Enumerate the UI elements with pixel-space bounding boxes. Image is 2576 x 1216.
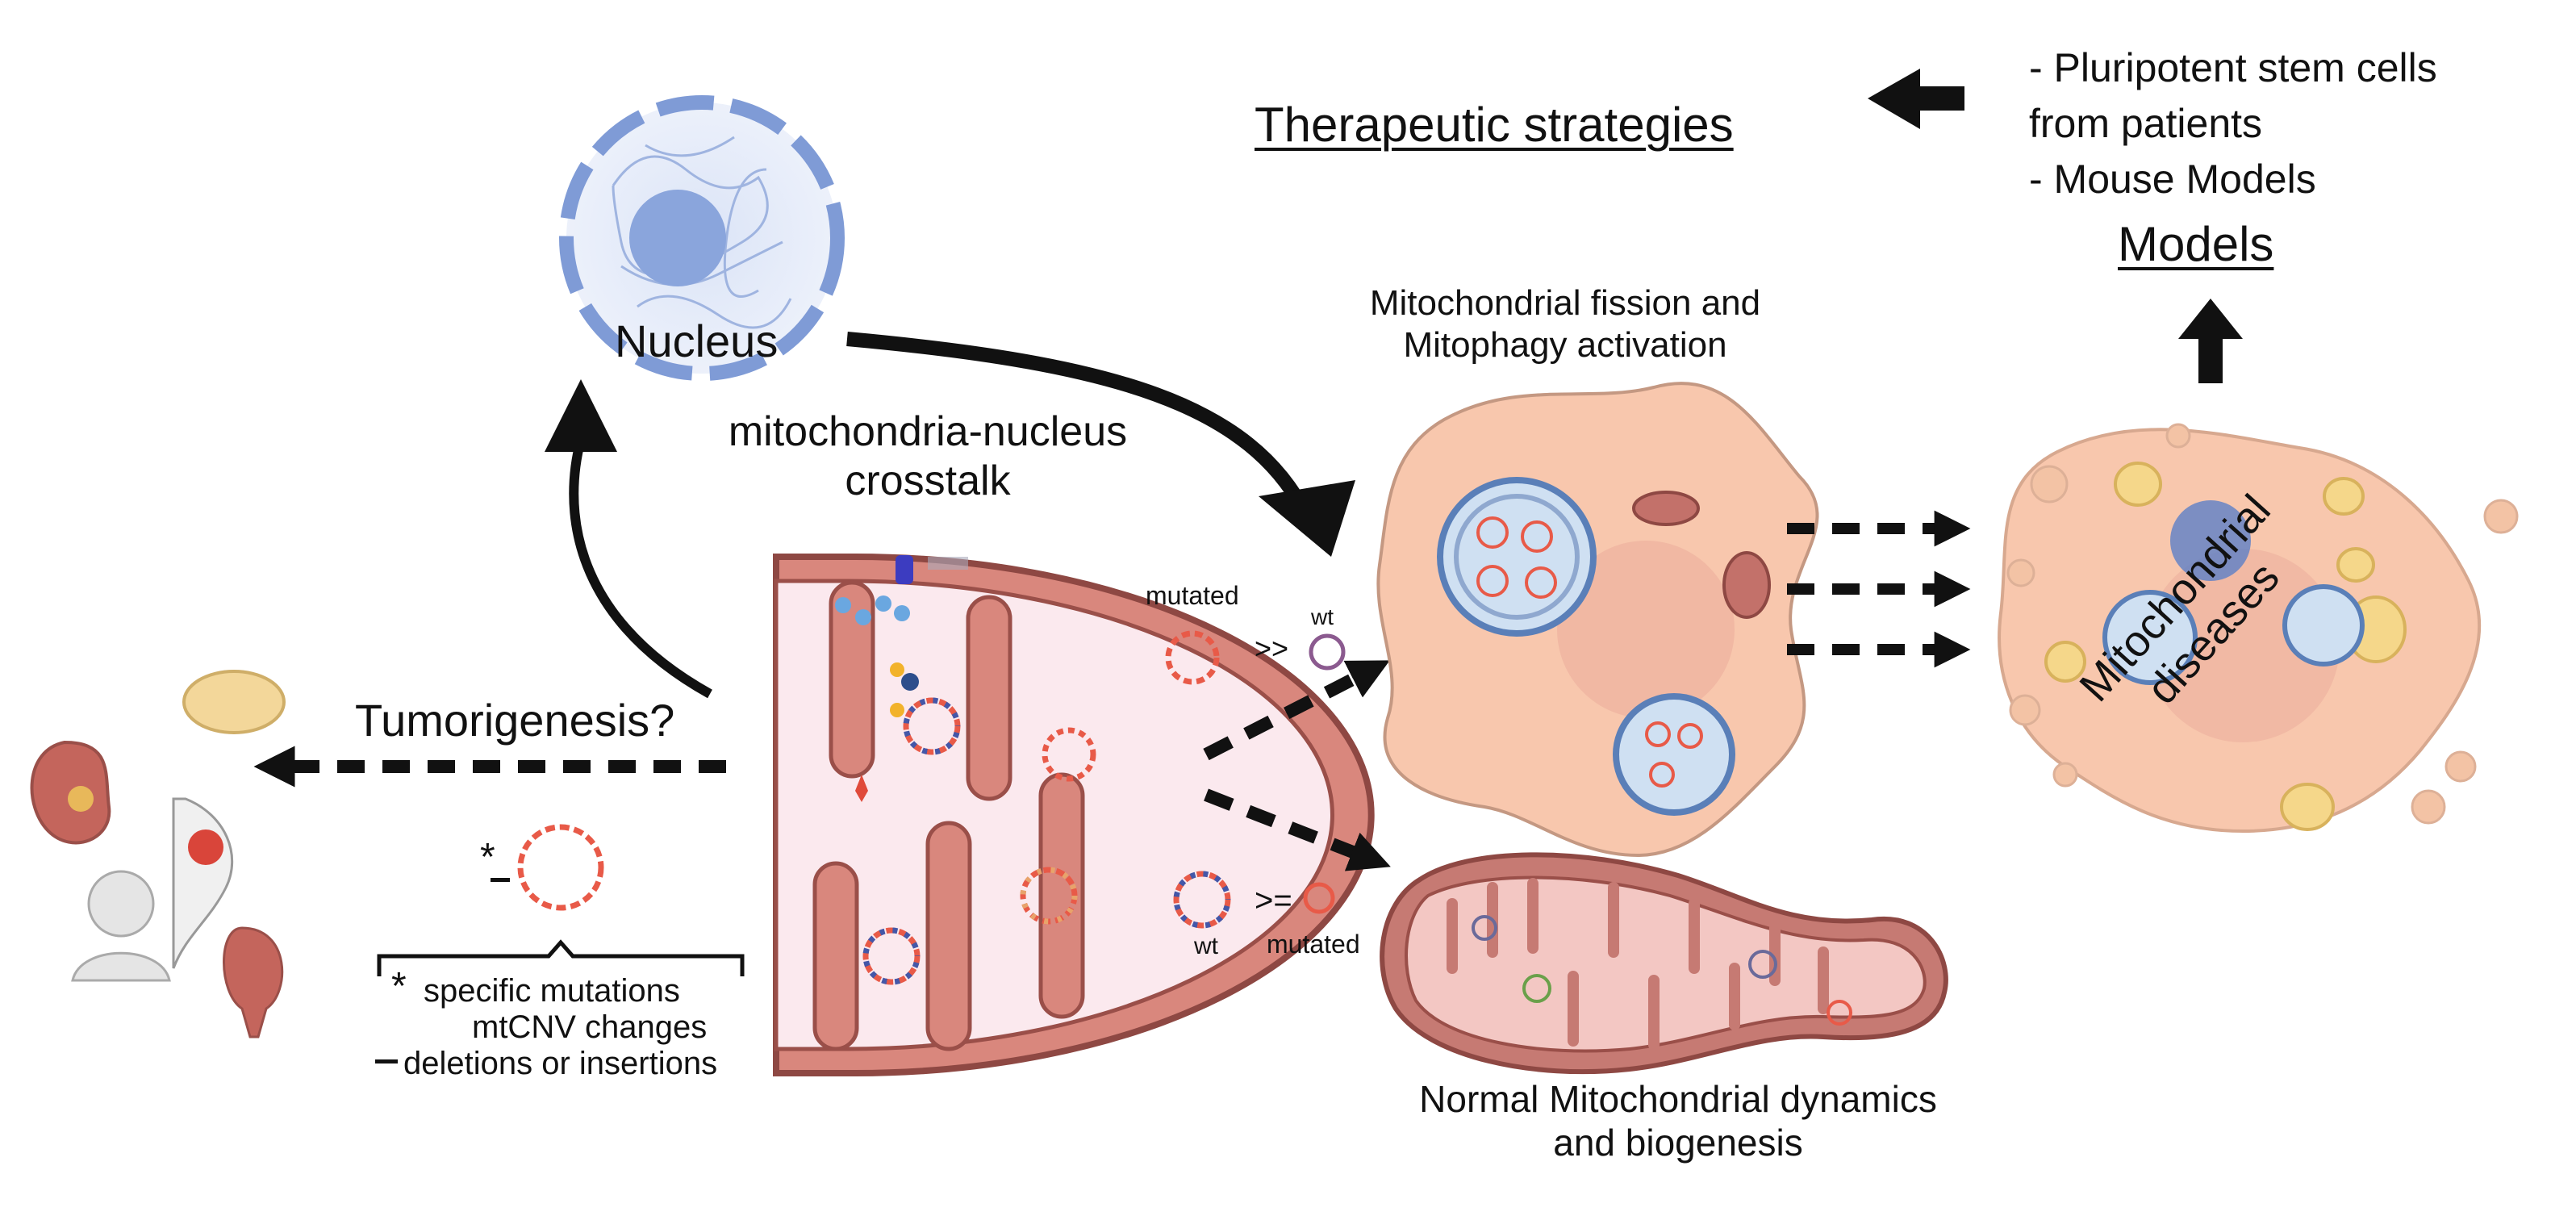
wt-top-label: wt xyxy=(1311,604,1334,629)
legend-mtcnv-changes: mtCNV changes xyxy=(472,1009,708,1045)
legend-specific-mutations: specific mutations xyxy=(424,973,680,1009)
mtdna-circles-icon xyxy=(517,630,1346,929)
cell-mitophagy-icon xyxy=(1376,382,1819,858)
nucleus-icon xyxy=(559,95,845,381)
legend-asterisk: * xyxy=(391,965,407,1008)
fission-label: Mitochondrial fission and Mitophagy acti… xyxy=(1307,282,1823,366)
normal-line-2: and biogenesis xyxy=(1553,1122,1803,1164)
mutated-top-label: mutated xyxy=(1146,581,1239,610)
models-label: Models xyxy=(2118,217,2274,271)
normal-mitochondrion-icon xyxy=(1380,852,1948,1075)
gt-top-label: >> xyxy=(1255,632,1289,665)
models-list-item-1b: from patients xyxy=(2029,101,2263,146)
diseased-cell-icon xyxy=(1998,423,2519,834)
normal-line-1: Normal Mitochondrial dynamics xyxy=(1419,1078,1937,1120)
models-list-item-2: - Mouse Models xyxy=(2029,157,2316,202)
ge-bottom-label: >= xyxy=(1255,883,1292,918)
asterisk-mark: * xyxy=(480,836,495,879)
fission-line-1: Mitochondrial fission and xyxy=(1369,283,1761,323)
models-list-item-1: - Pluripotent stem cells xyxy=(2029,45,2437,90)
nucleus-label: Nucleus xyxy=(615,315,779,366)
crosstalk-line-1: mitochondria-nucleus xyxy=(728,408,1128,455)
legend-deletions-insertions: deletions or insertions xyxy=(403,1046,718,1081)
wt-bottom-label: wt xyxy=(1194,933,1218,959)
fission-line-2: Mitophagy activation xyxy=(1403,324,1727,365)
normal-dynamics-label: Normal Mitochondrial dynamics and biogen… xyxy=(1339,1077,2017,1165)
therapeutic-strategies-label: Therapeutic strategies xyxy=(1255,98,1734,152)
organs-icon xyxy=(30,670,286,1038)
crosstalk-line-2: crosstalk xyxy=(845,458,1011,505)
mitochondrion-icon xyxy=(773,554,1375,1076)
tumorigenesis-label: Tumorigenesis? xyxy=(355,695,675,746)
mutated-bottom-label: mutated xyxy=(1267,930,1360,959)
crosstalk-label: mitochondria-nucleus crosstalk xyxy=(674,407,1182,507)
